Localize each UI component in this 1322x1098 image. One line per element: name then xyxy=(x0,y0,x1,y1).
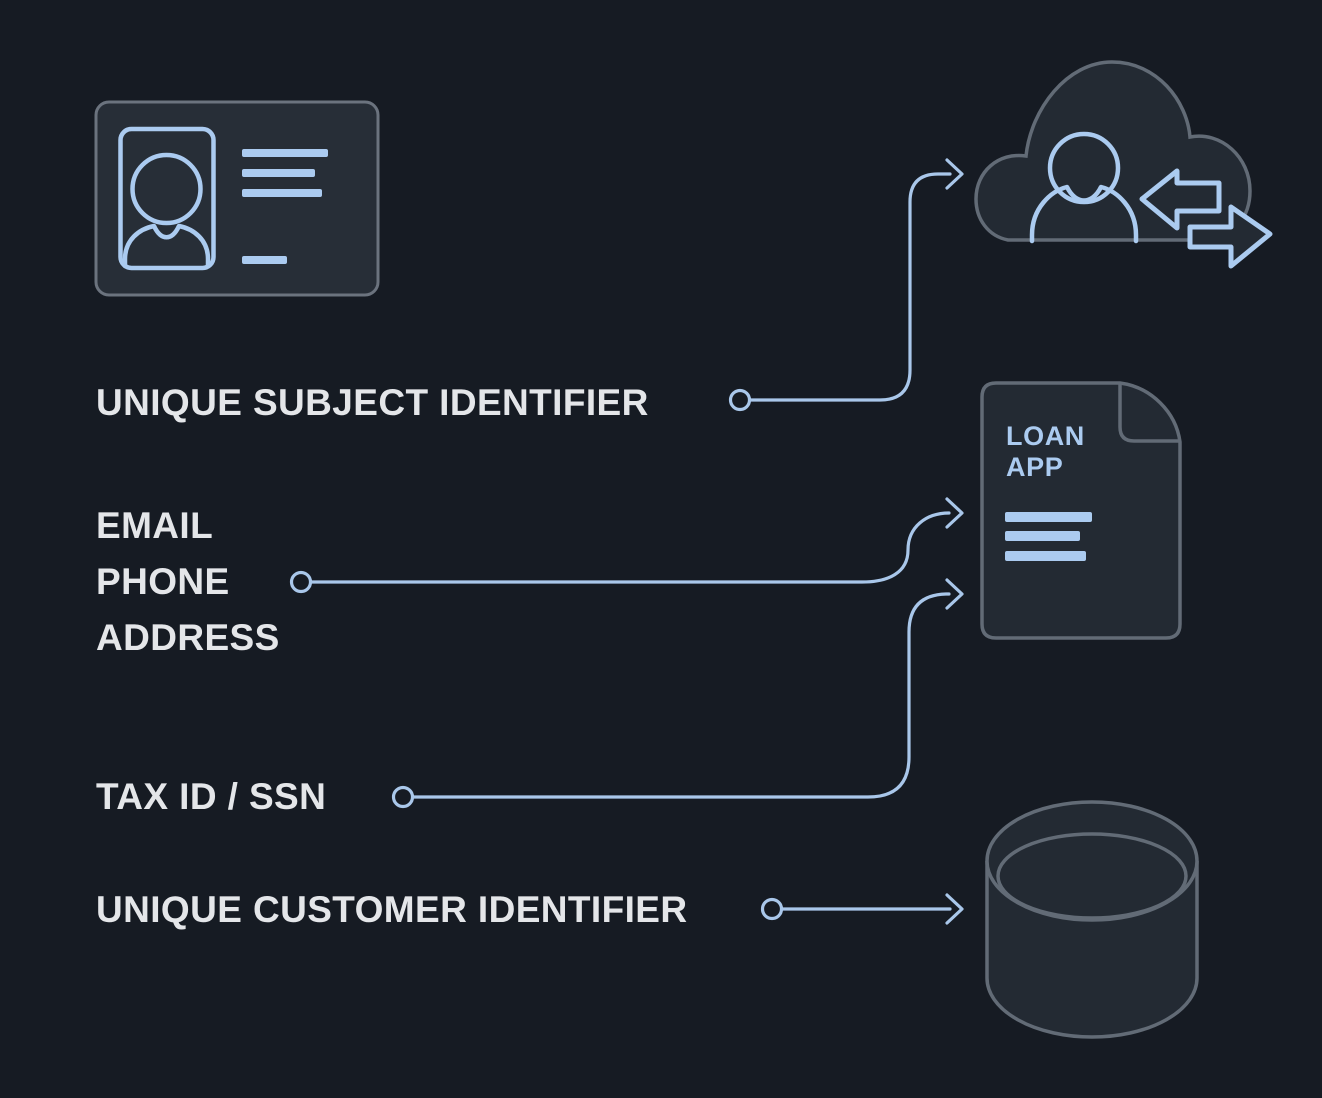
database-icon xyxy=(985,800,1199,1039)
loan-app-title-line1: LOAN xyxy=(1006,421,1085,451)
id-card-person-shoulders xyxy=(122,223,211,269)
phone-label: PHONE xyxy=(96,561,230,602)
connector-subject-arrowhead xyxy=(945,158,964,190)
tax-id-label: TAX ID / SSN xyxy=(96,776,327,817)
transfer-right-arrow-icon xyxy=(1187,204,1273,269)
document-line-2 xyxy=(1005,531,1080,541)
contact-labels: EMAIL PHONE ADDRESS xyxy=(96,498,280,666)
connector-customer-to-database xyxy=(760,893,964,925)
cloud-person-shoulders xyxy=(1029,184,1139,244)
connector-subject-path xyxy=(748,172,952,402)
connector-tax-path xyxy=(411,592,951,799)
id-card-icon xyxy=(94,100,380,297)
connector-customer-origin-dot xyxy=(760,897,784,921)
address-label: ADDRESS xyxy=(96,617,280,658)
database-top xyxy=(985,800,1199,922)
connector-contact-origin-dot xyxy=(289,570,313,594)
document-line-3 xyxy=(1005,551,1086,561)
email-label: EMAIL xyxy=(96,505,214,546)
connector-subject-to-cloud xyxy=(728,158,964,412)
id-card-line-2 xyxy=(242,169,315,177)
id-card-portrait-frame xyxy=(118,126,216,271)
id-card-line-3 xyxy=(242,189,322,197)
database-inner-rim xyxy=(996,832,1188,920)
id-card-line-1 xyxy=(242,149,328,157)
customer-identifier-label: UNIQUE CUSTOMER IDENTIFIER xyxy=(96,889,688,930)
transfer-arrows-icon xyxy=(1139,168,1273,269)
loan-app-title: LOAN APP xyxy=(1006,421,1085,483)
connector-contact-arrowhead xyxy=(945,497,964,529)
id-card-line-4 xyxy=(242,256,287,264)
document-fold-corner xyxy=(1118,383,1179,443)
connectors xyxy=(289,158,964,925)
connector-customer-arrowhead xyxy=(945,893,964,925)
document-text-lines xyxy=(1005,512,1092,561)
connector-contact-to-document xyxy=(289,497,964,594)
connector-subject-origin-dot xyxy=(728,388,752,412)
transfer-left-arrow-icon xyxy=(1139,168,1222,231)
connector-contact-path xyxy=(309,511,951,584)
document-line-1 xyxy=(1005,512,1092,522)
id-card-person-head xyxy=(130,152,203,226)
document-shape xyxy=(980,381,1182,640)
loan-app-title-line2: APP xyxy=(1006,452,1064,482)
cloud-user-icon xyxy=(974,60,1273,269)
connector-tax-to-document xyxy=(391,578,964,809)
id-card-text-lines xyxy=(242,149,328,264)
subject-identifier-label: UNIQUE SUBJECT IDENTIFIER xyxy=(96,382,649,423)
connector-tax-origin-dot xyxy=(391,785,415,809)
loan-app-document-icon xyxy=(980,381,1182,640)
connector-tax-arrowhead xyxy=(945,578,964,610)
